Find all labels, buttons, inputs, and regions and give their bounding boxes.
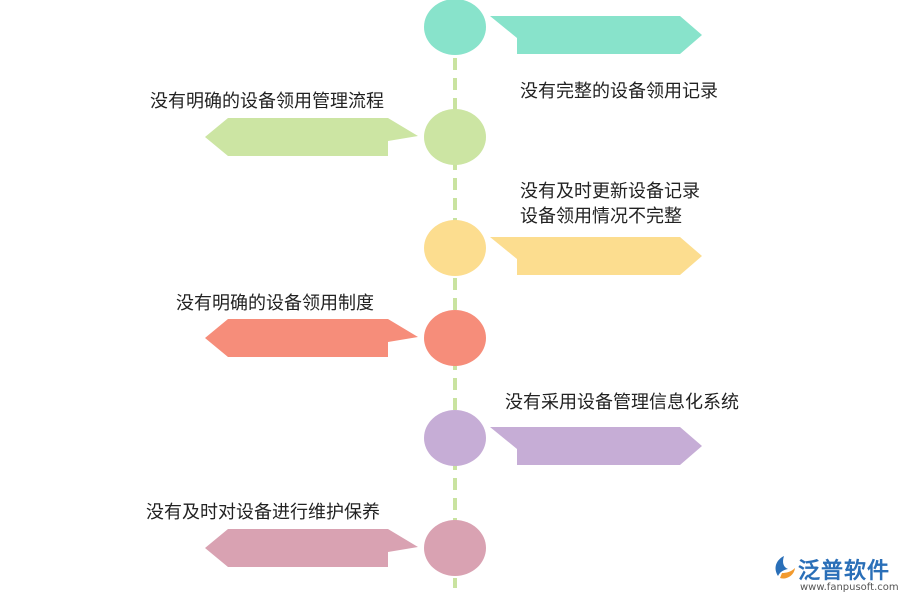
- arrow-banner-4: [205, 319, 418, 357]
- arrow-banner-1: [490, 16, 702, 54]
- label-not-updated-records: 没有及时更新设备记录: [520, 181, 700, 202]
- label-incomplete-records: 没有完整的设备领用记录: [520, 81, 718, 102]
- logo-name: 泛普软件: [798, 559, 891, 584]
- label-no-info-system: 没有采用设备管理信息化系统: [505, 392, 739, 413]
- logo-mark-icon: [775, 556, 795, 579]
- arrow-banner-5: [490, 427, 702, 465]
- arrow-banner-2: [205, 118, 418, 156]
- label-incomplete-usage: 设备领用情况不完整: [520, 206, 682, 227]
- timeline-node-3: [424, 220, 486, 276]
- timeline-node-2: [424, 109, 486, 165]
- label-no-clear-process: 没有明确的设备领用管理流程: [150, 91, 384, 112]
- fanpu-logo: 泛普软件 www.fanpusoft.com: [770, 552, 899, 598]
- timeline-node-5: [424, 410, 486, 466]
- arrow-banner-3: [490, 237, 702, 275]
- arrow-banner-6: [205, 529, 418, 567]
- logo-url: www.fanpusoft.com: [800, 582, 899, 593]
- timeline-node-1: [424, 0, 486, 55]
- label-no-clear-system: 没有明确的设备领用制度: [176, 293, 374, 314]
- timeline-node-6: [424, 520, 486, 576]
- label-no-maintenance: 没有及时对设备进行维护保养: [146, 502, 380, 523]
- timeline-node-4: [424, 310, 486, 366]
